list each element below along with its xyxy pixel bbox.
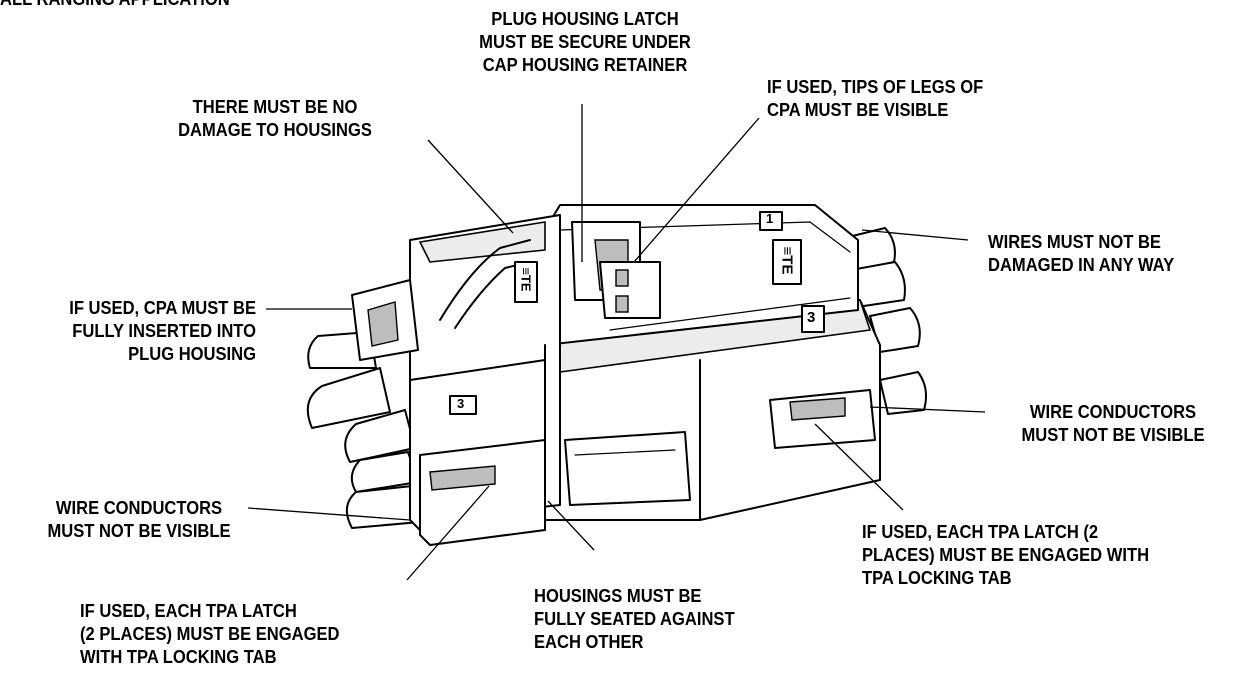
label-wires: WIRES MUST NOT BE DAMAGED IN ANY WAY xyxy=(988,232,1175,275)
label-tpa-left: IF USED, EACH TPA LATCH (2 PLACES) MUST … xyxy=(80,601,340,667)
label-housings-seated: HOUSINGS MUST BE FULLY SEATED AGAINST EA… xyxy=(534,586,735,652)
page-title: ALL RANGING APPLICATION xyxy=(0,0,230,11)
label-cpa-tips: IF USED, TIPS OF LEGS OF CPA MUST BE VIS… xyxy=(767,77,984,120)
te-logo-2: ≡TE xyxy=(778,246,796,275)
te-logo: ≡TE xyxy=(518,267,534,292)
label-cpa-inserted: IF USED, CPA MUST BE FULLY INSERTED INTO… xyxy=(69,298,256,364)
cavity-number-right: 3 xyxy=(807,309,816,326)
label-conductors-right: WIRE CONDUCTORS MUST NOT BE VISIBLE xyxy=(1021,402,1205,445)
left-wire-bundle xyxy=(306,331,421,529)
label-plug-latch: PLUG HOUSING LATCH MUST BE SECURE UNDER … xyxy=(479,9,691,75)
cavity-number-top: 1 xyxy=(766,211,774,226)
label-tpa-right: IF USED, EACH TPA LATCH (2 PLACES) MUST … xyxy=(862,522,1150,588)
leader-lines xyxy=(247,104,986,581)
label-conductors-left: WIRE CONDUCTORS MUST NOT BE VISIBLE xyxy=(47,498,231,541)
cavity-number-left: 3 xyxy=(457,396,465,411)
label-no-damage: THERE MUST BE NO DAMAGE TO HOUSINGS xyxy=(178,97,372,140)
